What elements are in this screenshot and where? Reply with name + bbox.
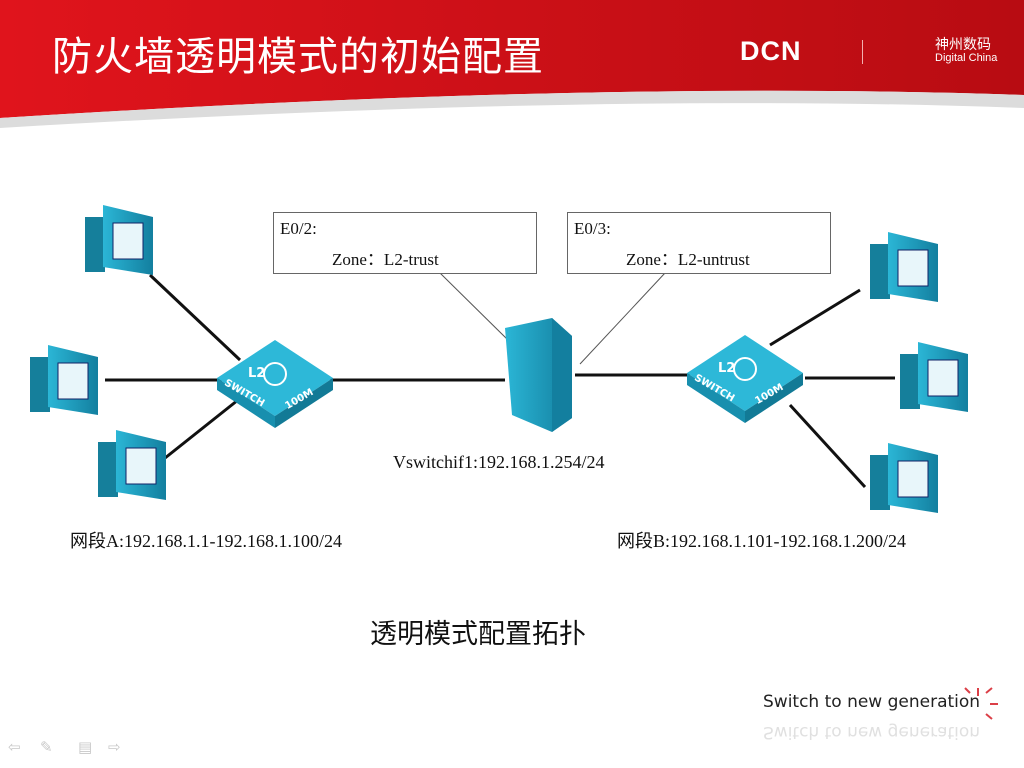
diagram-caption: 透明模式配置拓扑 xyxy=(370,619,586,650)
pc-icon xyxy=(30,345,98,415)
pc-icon xyxy=(98,430,166,500)
next-slide-icon[interactable]: ⇨ xyxy=(108,738,121,756)
segment-a-label: 网段A:192.168.1.1-192.168.1.100/24 xyxy=(70,531,342,551)
zone-label: Zone：L2-trust xyxy=(332,250,439,269)
logo-divider xyxy=(862,40,863,64)
firewall-icon xyxy=(505,318,572,432)
links xyxy=(105,273,895,489)
pc-icon xyxy=(900,342,968,412)
prev-slide-icon[interactable]: ⇦ xyxy=(8,738,21,756)
dcn-logo: DCN xyxy=(740,36,802,66)
pc-icon xyxy=(870,443,938,513)
digital-china-logo-cn: 神州数码 xyxy=(935,37,991,53)
pc-icon xyxy=(870,232,938,302)
callout-port-e0-3: E0/3: Zone：L2-untrust xyxy=(567,212,831,274)
digital-china-logo-en: Digital China xyxy=(935,52,998,64)
zone-label: Zone：L2-untrust xyxy=(626,250,750,269)
pen-icon[interactable]: ✎ xyxy=(40,738,53,756)
switch-layer-label: L2 xyxy=(718,361,736,376)
pc-icons xyxy=(30,205,968,513)
firewall-ip-label: Vswitchif1:192.168.1.254/24 xyxy=(393,452,605,472)
switch-icon-right xyxy=(687,335,803,423)
generation-burst-icon xyxy=(964,687,998,720)
slogan: Switch to new generation xyxy=(763,692,981,712)
segment-b-label: 网段B:192.168.1.101-192.168.1.200/24 xyxy=(617,531,907,551)
header-band xyxy=(0,0,1024,118)
page-title: 防火墙透明模式的初始配置 xyxy=(52,34,544,80)
port-label: E0/3: xyxy=(574,219,611,238)
callout-port-e0-2: E0/2: Zone：L2-trust xyxy=(273,212,537,274)
pc-icon xyxy=(85,205,153,275)
switch-icon-left xyxy=(217,340,333,428)
slogan-reflection: Switch to new generation xyxy=(763,722,981,742)
header-swoosh xyxy=(0,90,1024,128)
switch-layer-label: L2 xyxy=(248,366,266,381)
menu-icon[interactable]: ▤ xyxy=(78,738,93,756)
port-label: E0/2: xyxy=(280,219,317,238)
